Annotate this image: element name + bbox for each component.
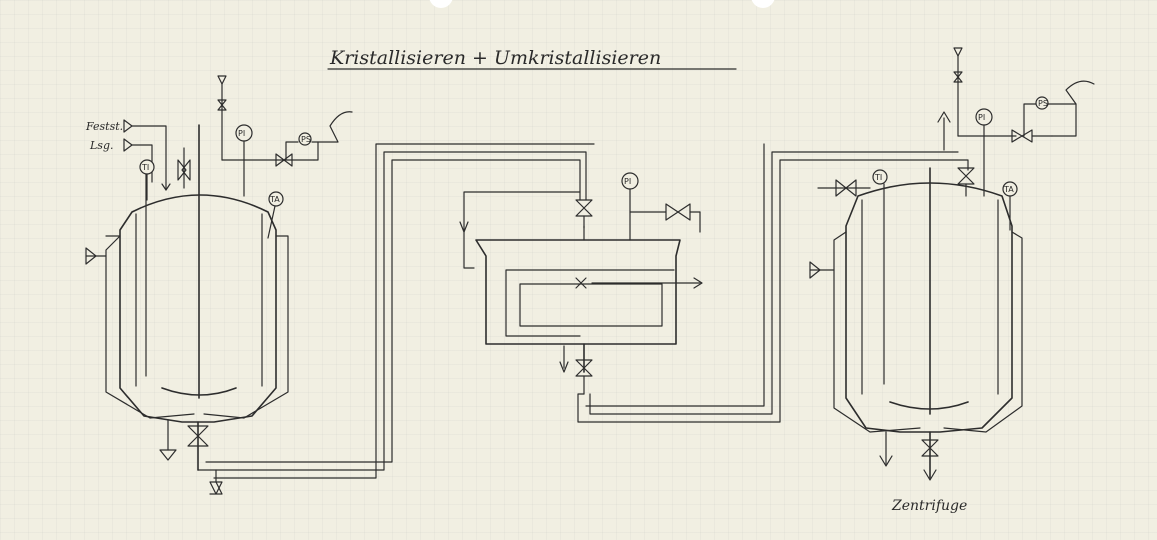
ti-right-tag: TI [874,173,882,182]
punch-hole-left [429,0,453,8]
bottom-outlet-right [879,431,939,481]
punch-hole-right [751,0,775,8]
pressure-instrumentation-middle: PI [621,172,701,241]
bottom-outlet-left [159,419,223,495]
side-valve-right [817,179,871,197]
crystallizer-vessel-left [105,124,289,423]
pressure-instrumentation-right: PS PI [953,47,1095,197]
ta-right-tag: TA [1003,185,1014,194]
ti-left-tag: TI [141,163,149,172]
pi-middle-tag: PI [624,177,631,186]
ps-right-tag: PS [1038,99,1048,108]
pressure-instrumentation-left: PI PS [217,75,353,197]
feed-solution-label: Lsg. [89,139,114,152]
jacket-inlet-left [85,247,107,265]
crystallizer-vessel-right [833,111,1023,433]
centrifuge-label: Zentrifuge [891,498,967,514]
temperature-indicator-left: TI [139,159,155,201]
jacket-inlet-right [809,261,835,279]
temperature-alarm-right: TA [1002,181,1018,231]
feed-solid-label: Festst. [85,120,123,133]
ta-left-tag: TA [269,195,280,204]
temperature-indicator-right: TI [872,169,888,185]
pi-left-tag: PI [238,129,245,138]
recrystallizer-vessel-middle [459,191,703,395]
pi-right-tag: PI [978,113,985,122]
transfer-line-2 [577,143,969,423]
ps-left-tag: PS [301,135,311,144]
transfer-line-1 [197,143,595,479]
feed-lines: Festst. Lsg. [85,119,191,191]
diagram-title: Kristallisieren + Umkristallisieren [329,47,661,69]
temperature-alarm-left: TA [267,191,284,239]
